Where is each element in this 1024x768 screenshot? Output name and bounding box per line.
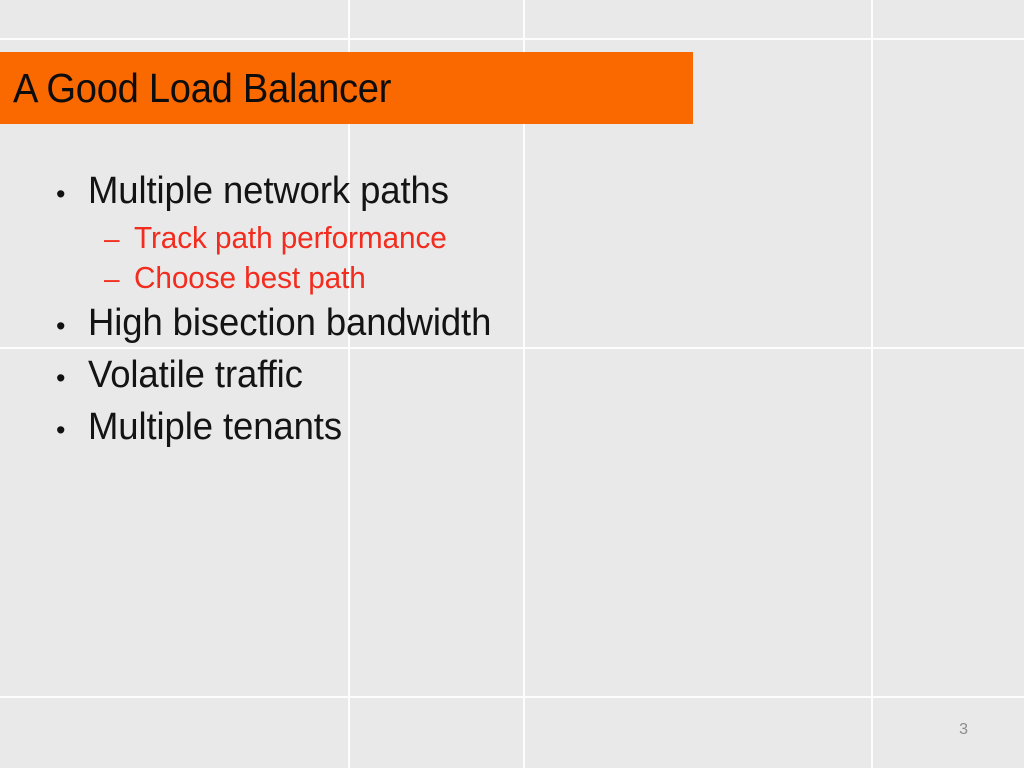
bullet-marker-icon: • [56, 362, 66, 393]
bullet-label: Multiple tenants [88, 405, 342, 448]
bullet-label: Volatile traffic [88, 353, 303, 396]
bullet-item: • Volatile traffic [0, 350, 900, 400]
bullet-marker-icon: • [56, 179, 66, 209]
slide-number: 3 [959, 721, 968, 738]
bullet-marker-icon: • [56, 414, 66, 445]
dash-marker-icon: – [104, 262, 120, 294]
dash-marker-icon: – [104, 223, 120, 255]
bullet-item: • High bisection bandwidth [0, 298, 900, 348]
bullet-label: Multiple network paths [88, 170, 449, 212]
bullet-item: • Multiple tenants [0, 402, 900, 452]
sub-bullet-item: – Choose best path [0, 258, 900, 298]
sub-bullet-item: – Track path performance [0, 218, 900, 258]
slide-title-banner: A Good Load Balancer [0, 52, 693, 124]
grid-horizontal-line-1 [0, 38, 1024, 40]
sub-bullet-label: Track path performance [134, 220, 447, 256]
grid-horizontal-line-3 [0, 696, 1024, 698]
sub-bullet-label: Choose best path [134, 259, 366, 295]
bullet-item: • Multiple network paths [0, 166, 900, 216]
bullet-label: High bisection bandwidth [88, 301, 492, 344]
slide-body-content: • Multiple network paths – Track path pe… [0, 166, 900, 454]
slide-title: A Good Load Balancer [13, 64, 392, 111]
bullet-marker-icon: • [56, 310, 66, 341]
